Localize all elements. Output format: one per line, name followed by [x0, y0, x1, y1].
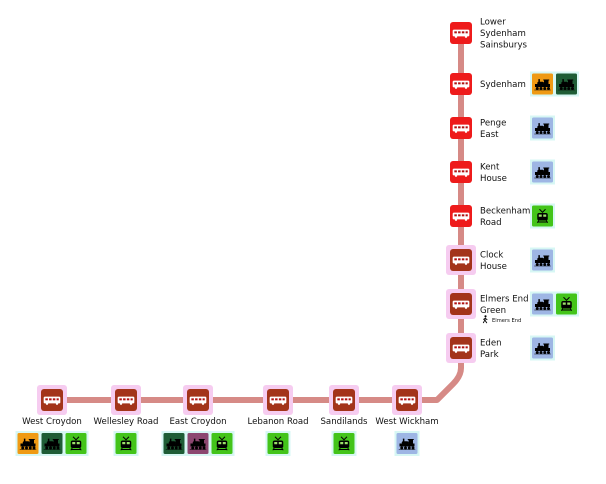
stop-label: Sainsburys [480, 41, 528, 51]
stop-label: Green [480, 306, 506, 316]
stop-label: Park [480, 350, 499, 360]
connection-train[interactable] [39, 431, 65, 456]
connection-train[interactable] [530, 159, 555, 185]
stop-label: East [480, 130, 499, 140]
stop-label: East Croydon [169, 417, 226, 427]
stop-label: Sydenham [480, 29, 526, 39]
connection-train[interactable] [554, 71, 579, 97]
connection-train[interactable] [161, 431, 187, 456]
stop-sandilands[interactable]: Sandilands [320, 385, 368, 456]
stop-label: Kent [480, 162, 500, 172]
connection-train[interactable] [15, 431, 41, 456]
stop-label: Sandilands [320, 417, 368, 427]
connection-tram[interactable] [63, 431, 89, 456]
connection-train[interactable] [185, 431, 211, 456]
stop-wellesley-road[interactable]: Wellesley Road [94, 385, 159, 456]
stop-lebanon-road[interactable]: Lebanon Road [247, 385, 309, 456]
stop-label: House [480, 174, 507, 184]
stop-label: Elmers End [480, 294, 529, 304]
route-line [52, 33, 464, 403]
connection-train[interactable] [530, 115, 555, 141]
stop-label: Beckenham [480, 206, 530, 216]
stop-label: Wellesley Road [94, 417, 159, 427]
stop-west-wickham[interactable]: West Wickham [375, 385, 439, 456]
stop-label: Eden [480, 338, 502, 348]
stop-sydenham[interactable]: Sydenham [450, 71, 579, 97]
stop-east-croydon[interactable]: East Croydon [161, 385, 235, 456]
walk-label: Elmers End [492, 318, 521, 324]
connection-train[interactable] [530, 247, 555, 273]
stop-label: House [480, 262, 507, 272]
connection-train[interactable] [394, 431, 420, 456]
stop-label: Lebanon Road [247, 417, 308, 427]
connection-tram[interactable] [554, 291, 579, 317]
connection-train[interactable] [530, 71, 555, 97]
connection-train[interactable] [530, 291, 555, 317]
stop-label: West Wickham [375, 417, 438, 427]
stop-label: Clock [480, 250, 503, 260]
stop-west-croydon[interactable]: West Croydon [15, 385, 89, 456]
walking-icon [482, 315, 488, 324]
stop-label: West Croydon [22, 417, 82, 427]
stop-label: Lower [480, 18, 506, 28]
connection-tram[interactable] [209, 431, 235, 456]
connection-tram[interactable] [265, 431, 291, 456]
connection-tram[interactable] [331, 431, 357, 456]
connection-tram[interactable] [530, 203, 555, 229]
stop-label: Sydenham [480, 80, 526, 90]
stop-label: Road [480, 218, 502, 228]
connection-train[interactable] [530, 335, 555, 361]
stop-label: Penge [480, 118, 506, 128]
connection-tram[interactable] [113, 431, 139, 456]
